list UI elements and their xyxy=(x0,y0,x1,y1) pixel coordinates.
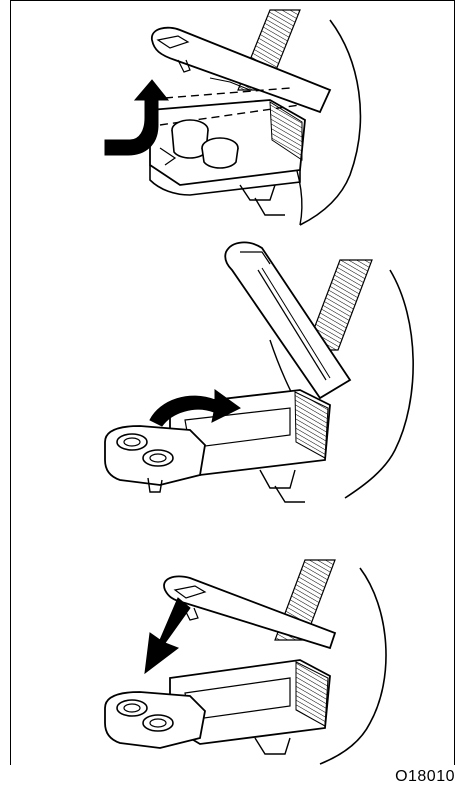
down-arrow xyxy=(145,598,190,673)
illustration-step-1 xyxy=(0,0,459,230)
cup-tray xyxy=(105,426,205,492)
seat-back xyxy=(320,568,386,764)
cup-tray xyxy=(105,692,205,748)
illustration-step-2 xyxy=(0,230,459,520)
armrest-lid xyxy=(152,28,330,112)
illustration-step-3 xyxy=(0,548,459,766)
figure-caption: O18010 xyxy=(395,769,455,785)
